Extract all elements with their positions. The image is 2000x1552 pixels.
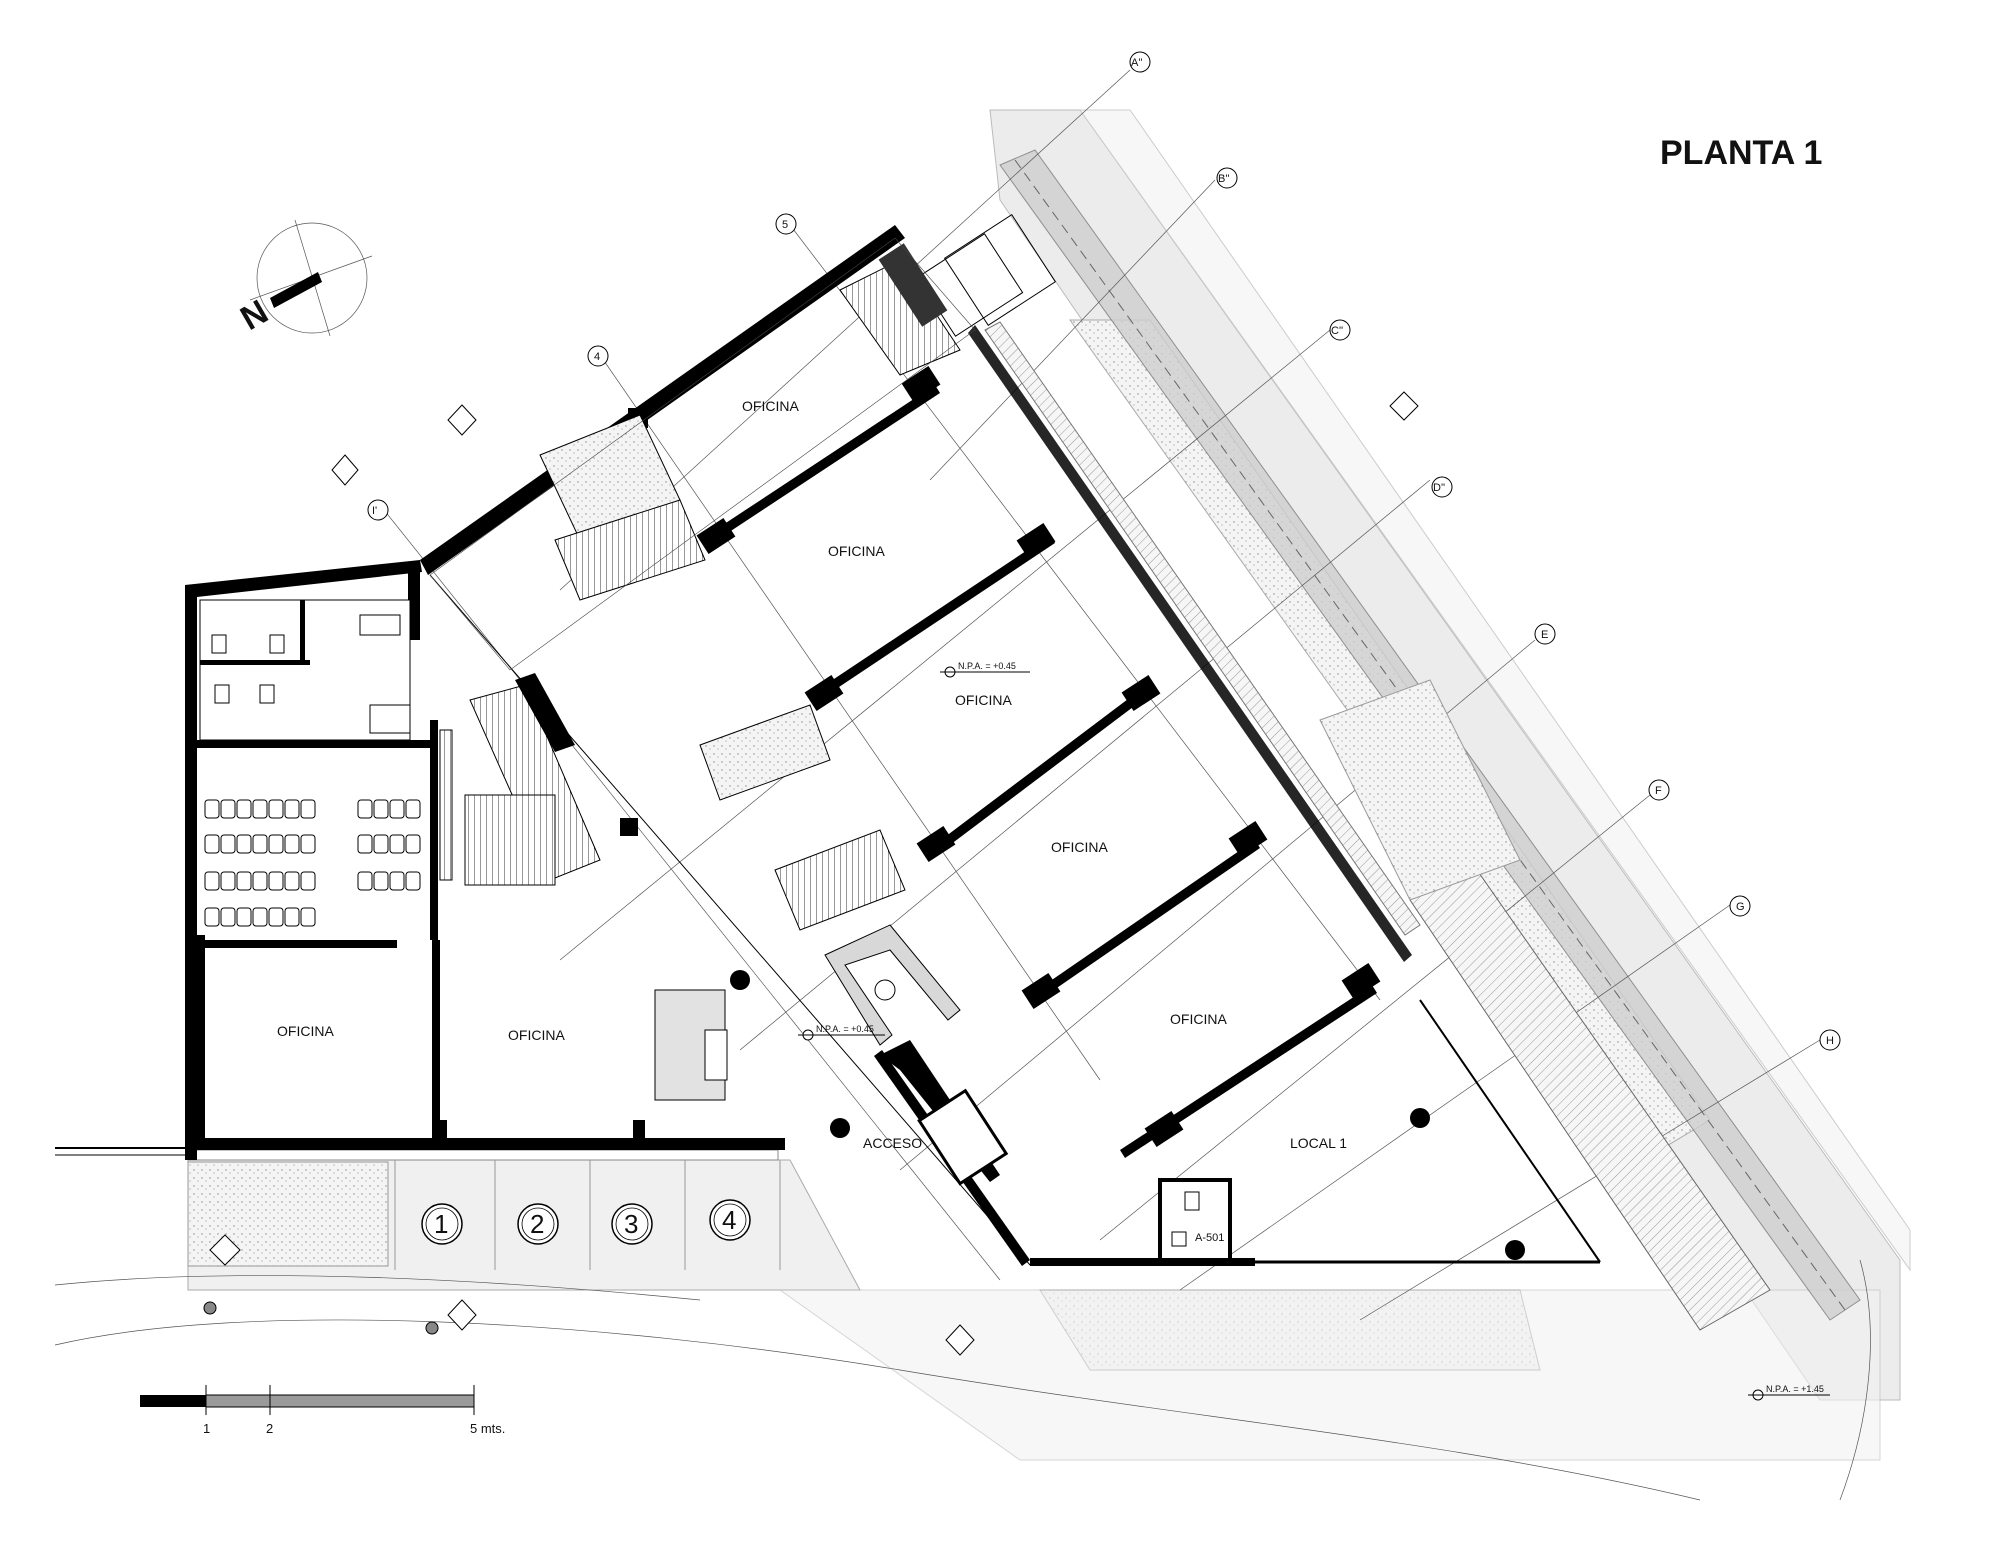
scale-label-2: 2 xyxy=(266,1421,273,1436)
room-bano-tag: A-501 xyxy=(1195,1232,1224,1244)
axis-e: E xyxy=(1541,629,1548,641)
level-mark-2: N.P.A. = +0.45 xyxy=(816,1024,874,1034)
scale-label-5: 5 mts. xyxy=(470,1421,505,1436)
plan-title: PLANTA 1 xyxy=(1660,134,1822,172)
room-labels: OFICINA OFICINA OFICINA OFICINA OFICINA … xyxy=(277,398,1347,1244)
parking-1: 1 xyxy=(434,1209,448,1239)
bollard-icon xyxy=(425,1321,439,1335)
axis-4: 4 xyxy=(594,351,600,363)
auditorium-seats xyxy=(204,799,421,927)
level-marks: N.P.A. = +0.45 N.P.A. = +0.45 N.P.A. = +… xyxy=(798,661,1830,1401)
axis-h: H xyxy=(1826,1035,1834,1047)
main-block xyxy=(420,213,1771,1331)
bollard-icon xyxy=(203,1301,217,1315)
room-oficina-3: OFICINA xyxy=(955,692,1012,708)
grid-bubbles: A'' B'' C'' D'' E F G H 5 4 I' xyxy=(367,51,1841,1051)
axis-f: F xyxy=(1655,785,1662,797)
room-oficina-6: OFICINA xyxy=(277,1023,334,1039)
room-oficina-1: OFICINA xyxy=(742,398,799,414)
west-wing xyxy=(185,560,785,1160)
parking-2: 2 xyxy=(530,1209,544,1239)
level-mark-3: N.P.A. = +1.45 xyxy=(1766,1384,1824,1394)
room-oficina-5: OFICINA xyxy=(1170,1011,1227,1027)
axis-c: C'' xyxy=(1331,325,1343,337)
north-arrow-icon: N xyxy=(234,219,373,338)
axis-i: I' xyxy=(372,505,377,517)
room-oficina-7: OFICINA xyxy=(508,1027,565,1043)
scale-label-1: 1 xyxy=(203,1421,210,1436)
scale-bar: 1 2 5 mts. xyxy=(140,1385,505,1436)
axis-g: G xyxy=(1736,901,1745,913)
parking-spaces: 1 2 3 4 xyxy=(394,1160,781,1270)
parking-3: 3 xyxy=(624,1209,638,1239)
room-acceso: ACCESO xyxy=(863,1135,922,1151)
parking-4: 4 xyxy=(722,1205,736,1235)
level-mark-1: N.P.A. = +0.45 xyxy=(958,661,1016,671)
axis-b: B'' xyxy=(1218,173,1230,185)
axis-d: D'' xyxy=(1433,482,1445,494)
north-label: N xyxy=(234,293,274,338)
axis-a: A'' xyxy=(1131,57,1143,69)
room-oficina-2: OFICINA xyxy=(828,543,885,559)
axis-5: 5 xyxy=(782,219,788,231)
room-oficina-4: OFICINA xyxy=(1051,839,1108,855)
room-local-1: LOCAL 1 xyxy=(1290,1135,1347,1151)
